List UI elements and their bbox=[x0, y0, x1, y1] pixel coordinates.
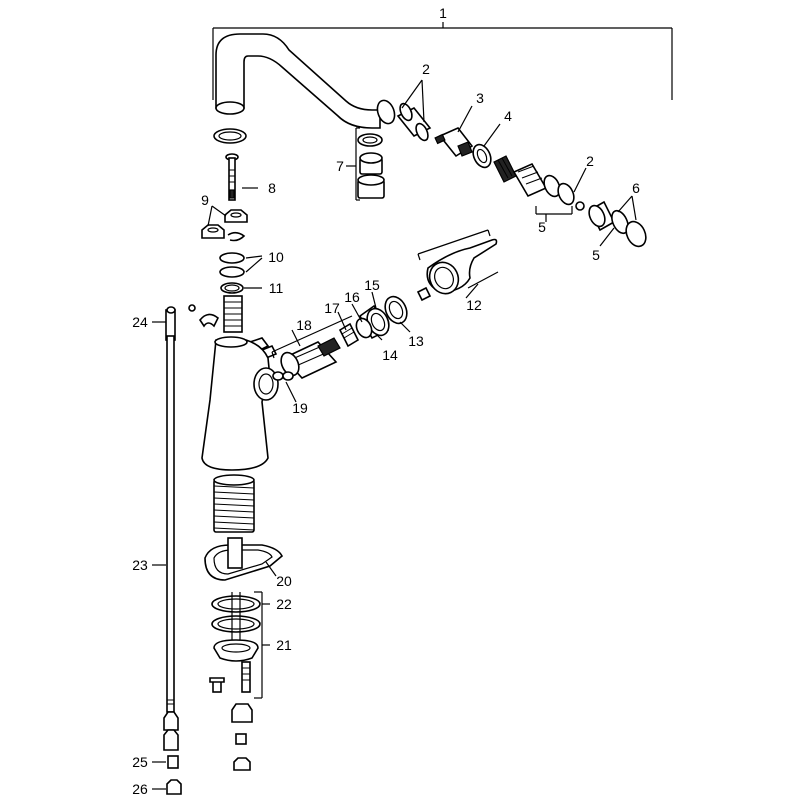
connector-nut bbox=[512, 162, 548, 198]
part-2-connectors bbox=[396, 102, 432, 142]
callout-4: 4 bbox=[504, 108, 512, 124]
bracket-part-1 bbox=[212, 22, 673, 100]
callout-1: 1 bbox=[439, 5, 447, 21]
callout-13: 13 bbox=[408, 333, 424, 349]
callout-11: 11 bbox=[269, 280, 284, 296]
threaded-stem bbox=[223, 295, 243, 333]
spout bbox=[215, 33, 396, 129]
part-13-ring bbox=[384, 295, 408, 325]
callout-22: 22 bbox=[276, 596, 292, 612]
callout-26: 26 bbox=[132, 781, 148, 797]
part-18-cartridge bbox=[271, 315, 353, 379]
callout-5-lower: 5 bbox=[592, 247, 600, 263]
callout-3: 3 bbox=[476, 90, 484, 106]
callout-labels: 1 2 3 4 2 6 5 5 7 8 9 10 11 12 13 14 15 … bbox=[132, 5, 640, 797]
part-22-rings bbox=[211, 592, 261, 640]
part-21-lower-plate bbox=[209, 639, 259, 771]
clip-pieces bbox=[188, 304, 278, 360]
callout-18: 18 bbox=[296, 317, 312, 333]
callout-8: 8 bbox=[268, 180, 276, 196]
callout-23: 23 bbox=[132, 557, 148, 573]
callout-24: 24 bbox=[132, 314, 148, 330]
callout-6: 6 bbox=[632, 180, 640, 196]
callout-12: 12 bbox=[466, 297, 482, 313]
callout-19: 19 bbox=[292, 400, 308, 416]
callout-21: 21 bbox=[276, 637, 292, 653]
callout-20: 20 bbox=[276, 573, 292, 589]
callout-14: 14 bbox=[382, 347, 398, 363]
callout-25: 25 bbox=[132, 754, 148, 770]
part-9-nuts bbox=[201, 209, 248, 242]
part-23-hose bbox=[163, 306, 179, 751]
small-bead bbox=[575, 201, 585, 211]
part-11-ring bbox=[220, 282, 244, 294]
callout-2-upper: 2 bbox=[422, 61, 430, 77]
callout-9: 9 bbox=[201, 192, 209, 208]
part-19-seals bbox=[272, 371, 294, 381]
part-8-rod bbox=[225, 153, 239, 201]
callout-7: 7 bbox=[336, 158, 344, 174]
part-5-rings-upper bbox=[535, 174, 575, 215]
callout-5-upper: 5 bbox=[538, 219, 546, 235]
part-17-nut bbox=[338, 322, 360, 348]
part-7-aerator bbox=[355, 127, 385, 201]
spring-coil bbox=[493, 155, 517, 183]
part-12-lever bbox=[416, 229, 499, 302]
part-10-rings bbox=[219, 252, 245, 278]
callout-10: 10 bbox=[268, 249, 284, 265]
part-20-base-plate bbox=[204, 537, 283, 581]
faucet-body bbox=[201, 336, 279, 471]
callout-16: 16 bbox=[344, 289, 360, 305]
part-4-ring bbox=[472, 143, 492, 169]
part-25-fitting bbox=[167, 755, 179, 769]
threaded-shank bbox=[213, 474, 255, 533]
callout-2-lower: 2 bbox=[586, 153, 594, 169]
callout-17: 17 bbox=[324, 300, 340, 316]
callout-15: 15 bbox=[364, 277, 380, 293]
leader-lines bbox=[152, 79, 637, 790]
end-cap-assembly bbox=[588, 200, 647, 248]
o-ring-top bbox=[213, 128, 247, 144]
part-26-fitting bbox=[166, 779, 182, 795]
part-3-valve bbox=[434, 127, 474, 158]
